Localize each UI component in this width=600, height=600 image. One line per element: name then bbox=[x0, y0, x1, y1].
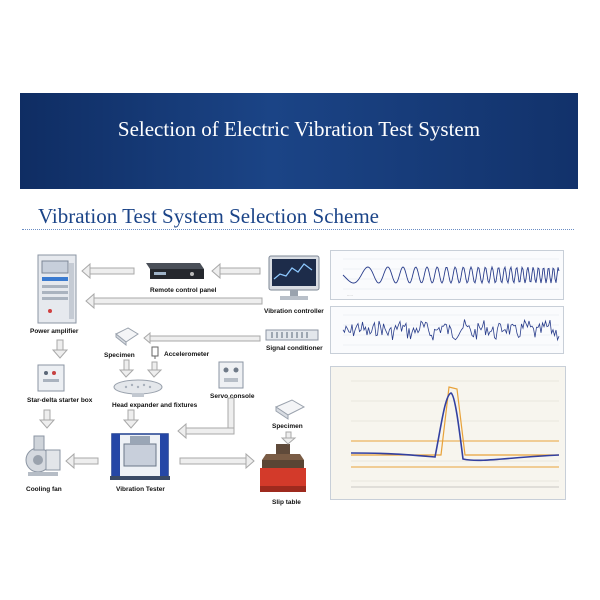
specimen-image-top bbox=[115, 327, 139, 346]
cooling-fan-image bbox=[25, 435, 61, 476]
shock-pulse-panel bbox=[330, 366, 566, 500]
remote-control-panel-label: Remote control panel bbox=[150, 287, 217, 294]
specimen-image-right bbox=[274, 399, 306, 420]
random-signal-trace bbox=[342, 318, 560, 342]
arrow-specimen-down-head bbox=[118, 369, 135, 378]
arrow-servo-head bbox=[177, 422, 187, 440]
dotted-divider bbox=[22, 229, 574, 230]
head-expander-label: Head expander and fixtures bbox=[112, 402, 198, 409]
accelerometer-image bbox=[151, 346, 159, 359]
random-signal-plot bbox=[342, 314, 560, 346]
arrow-starter-to-fan bbox=[43, 409, 51, 421]
arrow-conditioner-head bbox=[143, 331, 151, 345]
arrow-starter-to-fan-head bbox=[38, 419, 56, 429]
signal-conditioner-image bbox=[265, 329, 319, 341]
power-amplifier-label: Power amplifier bbox=[30, 328, 79, 335]
arrow-tester-to-fan-head bbox=[65, 452, 75, 470]
arrow-conditioner-line bbox=[149, 335, 261, 342]
arrow-controller-to-amplifier-head bbox=[85, 292, 95, 310]
arrow-specimen-to-slip bbox=[285, 431, 292, 439]
svg-text:·····: ····· bbox=[347, 294, 353, 298]
star-delta-starter-box-label: Star-delta starter box bbox=[27, 397, 93, 404]
random-signal-panel bbox=[330, 306, 564, 354]
arrow-controller-to-remote bbox=[219, 267, 261, 275]
cooling-fan-label: Cooling fan bbox=[26, 486, 62, 493]
slip-table-image bbox=[260, 444, 306, 492]
arrow-specimen-down bbox=[123, 359, 130, 371]
sine-sweep-trace bbox=[342, 265, 560, 285]
arrow-expander-to-tester-head bbox=[122, 419, 140, 429]
slip-table-label: Slip table bbox=[272, 499, 301, 506]
arrow-tester-to-slip-head bbox=[245, 452, 255, 470]
specimen-label-right: Specimen bbox=[272, 423, 303, 430]
vibration-controller-label: Vibration controller bbox=[264, 308, 324, 315]
banner-title: Selection of Electric Vibration Test Sys… bbox=[117, 117, 481, 141]
arrow-accel-down bbox=[151, 361, 158, 371]
arrow-amp-to-starter-head bbox=[51, 349, 69, 359]
section-heading: Vibration Test System Selection Scheme bbox=[38, 204, 379, 228]
remote-control-panel-image bbox=[146, 263, 204, 279]
arrow-amp-to-starter bbox=[56, 339, 64, 351]
arrow-remote-to-amplifier bbox=[89, 267, 135, 275]
servo-console-image bbox=[218, 361, 244, 389]
shock-pulse-plot bbox=[350, 380, 560, 488]
vibration-tester-label: Vibration Tester bbox=[116, 486, 165, 493]
arrow-tester-to-fan bbox=[73, 457, 99, 465]
sine-sweep-panel: ····· bbox=[330, 250, 564, 300]
vibration-controller-image bbox=[268, 255, 320, 300]
specimen-label-top: Specimen bbox=[104, 352, 135, 359]
shock-response-trace bbox=[350, 392, 560, 462]
arrow-accel-down-head bbox=[146, 369, 163, 378]
title-banner: Selection of Electric Vibration Test Sys… bbox=[20, 93, 578, 189]
arrow-remote-to-amplifier-head bbox=[81, 262, 91, 280]
arrow-expander-to-tester bbox=[127, 409, 135, 421]
star-delta-starter-box-image bbox=[37, 364, 65, 392]
power-amplifier-image bbox=[37, 254, 77, 324]
accelerometer-label: Accelerometer bbox=[164, 351, 210, 358]
servo-console-label: Servo console bbox=[210, 393, 255, 400]
arrow-servo-vertical bbox=[227, 397, 235, 435]
arrow-tester-to-slip bbox=[179, 457, 247, 465]
arrow-servo-horizontal bbox=[185, 427, 235, 435]
sine-sweep-plot: ····· bbox=[342, 258, 560, 298]
arrow-controller-to-remote-head bbox=[211, 262, 221, 280]
shock-reference-trace bbox=[351, 386, 559, 456]
head-expander-image bbox=[113, 379, 163, 397]
signal-conditioner-label: Signal conditioner bbox=[266, 345, 323, 352]
arrow-controller-to-amplifier bbox=[93, 297, 263, 305]
vibration-tester-image bbox=[110, 433, 170, 480]
